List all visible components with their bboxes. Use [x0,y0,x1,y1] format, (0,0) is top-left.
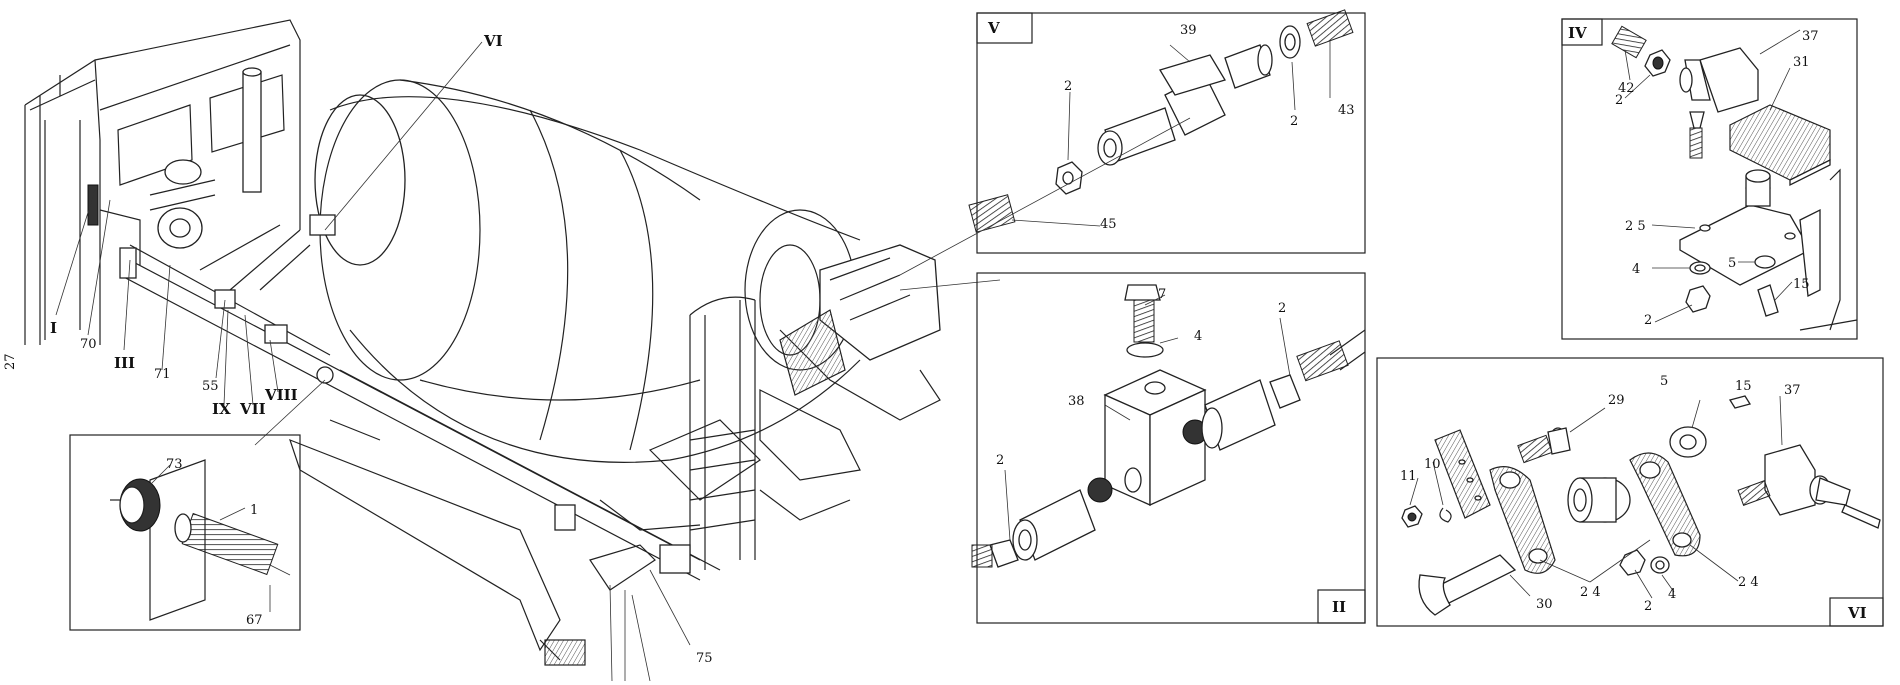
detail-spring [69,434,301,631]
detail-callout-1: 1 [250,503,258,518]
detail-callout-73: 73 [166,457,183,472]
panel-V [968,9,1366,254]
panel-II-callout-7: 7 [1158,287,1166,302]
panel-VI-callout-29: 29 [1608,393,1625,408]
callout-55: 55 [202,379,219,394]
panel-leader [899,117,1191,291]
callout-VII: VII [239,400,266,418]
callout-VI: VI [483,32,503,50]
callout-VIII: VIII [264,386,298,404]
panel-VI-callout-24a: 2 4 [1580,585,1601,600]
panel-VI-title: VI [1847,604,1867,622]
panel-IV-callout-15: 15 [1793,277,1810,292]
panel-IV-callout-42: 42 [1618,81,1635,96]
callout-III: III [114,354,135,372]
panel-V-callout-2a: 2 [1064,79,1072,94]
panel-VI-callout-4: 4 [1668,587,1676,602]
panel-IV-callout-2a: 2 [1615,93,1623,108]
callout-I: I [50,319,57,337]
panel-II-title: II [1332,598,1346,616]
main-leaders [55,41,691,682]
truck-mixer-drawing [24,19,941,666]
panel-VI-callout-10: 10 [1424,457,1441,472]
panel-IV-callout-4: 4 [1632,262,1640,277]
side-mark: 27 [3,353,18,370]
panel-II-callout-38: 38 [1068,394,1085,409]
panel-V-callout-2b: 2 [1290,114,1298,129]
panel-V-callout-39: 39 [1180,23,1197,38]
panel-II-callout-2a: 2 [1278,301,1286,316]
panel-II-callout-2b: 2 [996,453,1004,468]
panel-V-title: V [987,19,1000,37]
panel-IV-callout-37: 37 [1802,29,1819,44]
panel-IV-title: IV [1568,24,1587,42]
panel-II [971,272,1366,624]
panel-VI-callout-15: 15 [1735,379,1752,394]
panel-IV-callout-5: 5 [1728,256,1736,271]
panel-VI-callout-11: 11 [1400,469,1417,484]
panel-VI-callout-2: 2 [1644,599,1652,614]
panel-IV-callout-25: 2 5 [1625,219,1646,234]
panel-IV-callout-2b: 2 [1644,313,1652,328]
callout-71: 71 [154,367,171,382]
callout-IX: IX [212,400,231,418]
detail-callout-67: 67 [246,613,263,628]
panel-V-callout-45: 45 [1100,217,1117,232]
panel-II-callout-4: 4 [1194,329,1202,344]
panel-VI-callout-37: 37 [1784,383,1801,398]
panel-VI-callout-5: 5 [1660,374,1668,389]
callout-75: 75 [696,651,713,666]
panel-IV [1561,18,1858,340]
panel-VI-callout-30: 30 [1536,597,1553,612]
callout-70: 70 [80,337,97,352]
panel-VI [1376,357,1884,627]
panel-V-callout-43: 43 [1338,103,1355,118]
panel-VI-callout-24b: 2 4 [1738,575,1759,590]
panel-IV-callout-31: 31 [1793,55,1810,70]
